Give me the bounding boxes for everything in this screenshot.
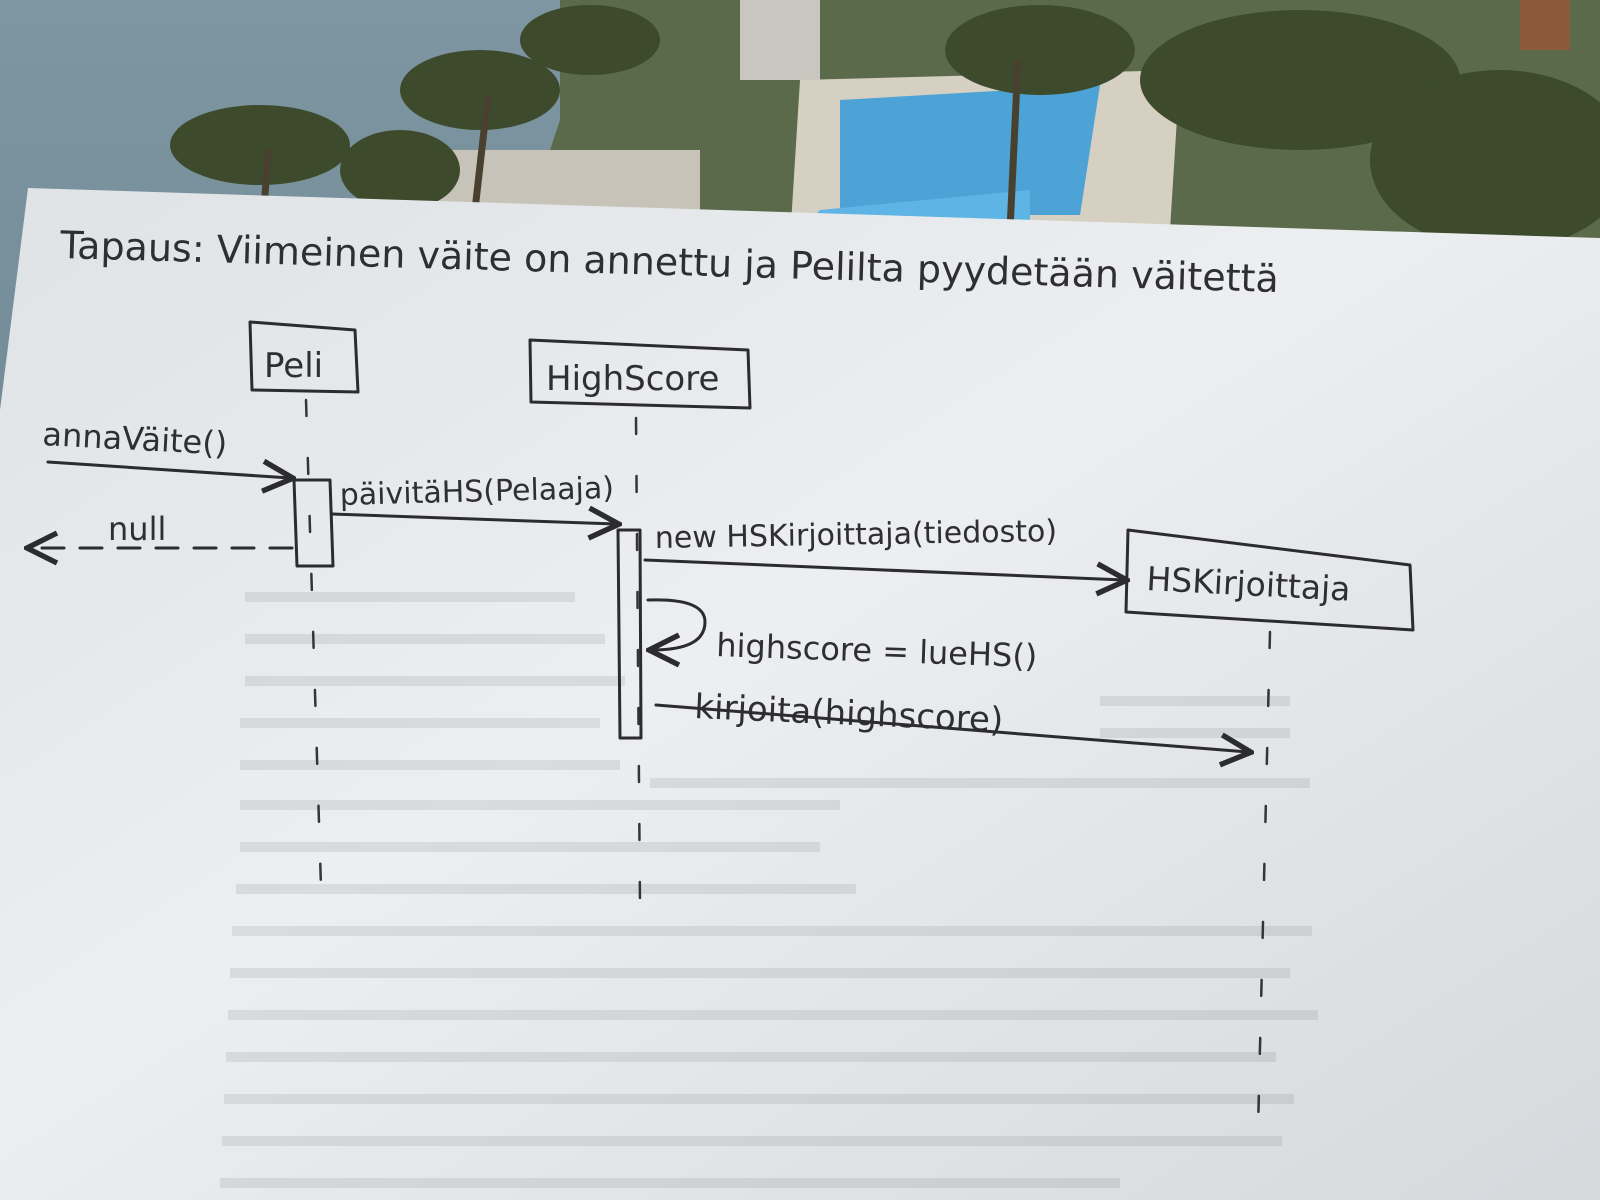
participant-peli: Peli: [248, 320, 360, 394]
participant-highscore: HighScore: [528, 338, 752, 410]
message-new-hskirjoittaja: new HSKirjoittaja(tiedosto): [643, 514, 1124, 580]
message-new-hskirjoittaja-label: new HSKirjoittaja(tiedosto): [655, 514, 1058, 556]
bleed-through-text: [220, 592, 1318, 1188]
lifeline-highscore: [634, 416, 642, 907]
message-null-label: null: [108, 510, 166, 548]
paper-sheet: [0, 188, 1600, 1200]
activation-highscore: [616, 528, 643, 740]
participant-highscore-label: HighScore: [546, 359, 719, 399]
message-paivita-hs: päivitäHS(Pelaaja): [330, 471, 616, 524]
activation-peli: [292, 478, 335, 568]
message-paivita-hs-label: päivitäHS(Pelaaja): [339, 471, 614, 513]
pool-shape: [840, 85, 1100, 215]
participant-peli-label: Peli: [264, 346, 323, 386]
lifeline-hskirjoittaja: [1256, 630, 1272, 1132]
message-null-return: null: [30, 510, 294, 548]
